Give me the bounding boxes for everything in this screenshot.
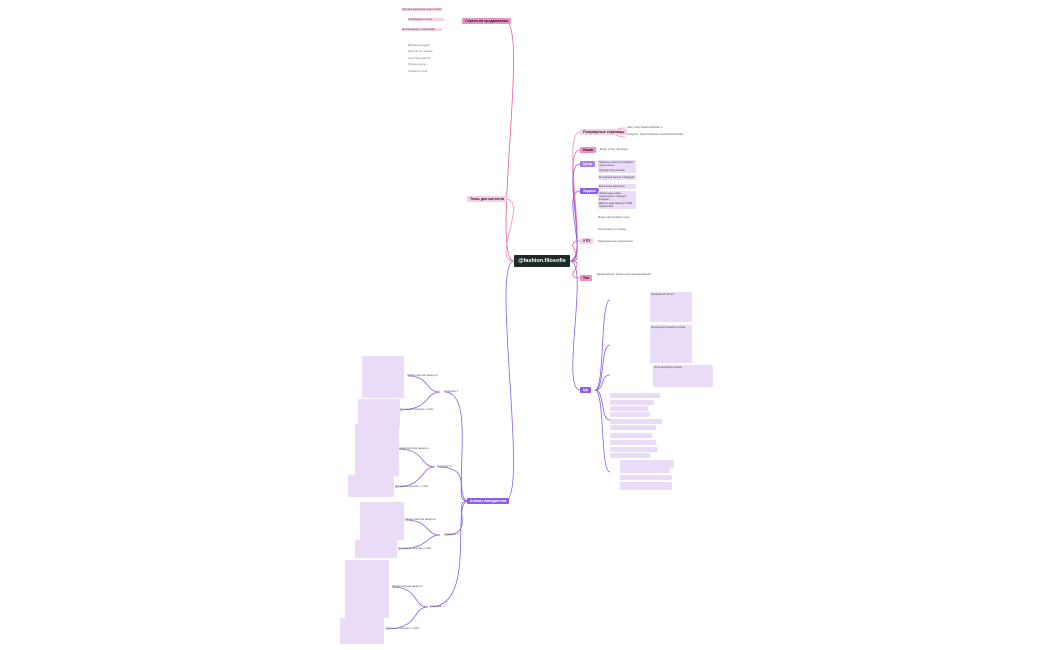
ca-line-1 (610, 393, 660, 398)
ca-line-4 (610, 412, 650, 417)
competitor-2-box-b (348, 475, 394, 497)
topic-tone[interactable]: Тон (580, 275, 593, 281)
goal-item-2: Продажи консультаций (598, 168, 636, 173)
content-topics-list: Базовый гардероб Капсулы по сезонам Соче… (408, 44, 458, 344)
task-item-1: Регулярный контент в Instagram (598, 175, 636, 180)
content-item-5: Ошибки в стиле (408, 69, 428, 73)
task-item-2: Вовлечение аудитории (598, 184, 636, 189)
usp-item-2: Экспертность и подход (598, 228, 626, 231)
usp-item-3: Персональные консультации (598, 240, 633, 243)
competitor-1-take: Что можно перенять у себя (400, 408, 433, 411)
ca-line-14 (620, 482, 672, 490)
content-item-1: Базовый гардероб (408, 44, 431, 47)
content-item-3: Сочетание цветов (408, 56, 430, 60)
ca-line-8 (610, 440, 656, 445)
ca-detail-box-3: Хотят выглядеть стильно (653, 365, 713, 387)
niche-text: Мода, стиль, обучение (600, 148, 628, 151)
competitor-4-label[interactable]: Конкурент 4 (430, 605, 445, 608)
ca-line-5 (610, 419, 662, 424)
topic-tasks[interactable]: Задачи (580, 188, 599, 194)
topic-niche[interactable]: Ниша (580, 147, 596, 153)
competitor-1-box-b (358, 399, 400, 427)
goal-item-1: Привлечь клиентов в Instagram через конт… (598, 160, 636, 168)
ca-line-2 (610, 400, 654, 405)
ca-line-10 (610, 453, 650, 458)
ca-line-9 (610, 447, 658, 452)
topic-strategy[interactable]: Стратегия продвижения (462, 18, 512, 24)
topic-competitors[interactable]: Анализ конкурентов (467, 498, 510, 504)
competitor-1-char: Характеристики аккаунта (407, 374, 438, 377)
competitor-1-label[interactable]: Конкурент 1 (444, 390, 459, 393)
topic-ca[interactable]: ЦА (580, 387, 592, 393)
task-item-4: Довести аудиторию до 10 000 подписчиков (598, 201, 636, 209)
task-item-3: Привлечение новых подписчиков с помощью … (598, 191, 636, 202)
competitor-2-char: Характеристики аккаунта (398, 447, 429, 450)
tone-text: Дружелюбный, экспертный, вдохновляющий (597, 273, 651, 276)
topic-content[interactable]: Темы для контента (467, 196, 508, 202)
popular-page-instagram: Instagram: https://instagram.com/fashion… (627, 133, 684, 136)
ca-line-13 (620, 475, 672, 480)
strategy-item-2: Публикации в ленте (408, 18, 444, 22)
strategy-item-1: Прогрев аудитории через сторис (402, 8, 442, 12)
competitor-1-box-a (362, 356, 404, 398)
competitor-2-take: Что можно перенять у себя (395, 485, 428, 488)
popular-page-site: Сайт: https://fashionfilosofie.ru (627, 126, 663, 129)
competitor-3-box-a (360, 502, 404, 540)
ca-detail-box-1: Женщины 25–45 лет (650, 292, 692, 322)
competitor-4-box-a (345, 560, 389, 618)
topic-goal[interactable]: Цель (580, 161, 596, 167)
competitor-2-label[interactable]: Конкурент 2 (437, 465, 452, 468)
topic-usp[interactable]: УТП (580, 238, 594, 244)
competitor-4-char: Характеристики аккаунта (392, 585, 423, 588)
ca-detail-box-2: Интересуются модой и стилем (650, 325, 692, 363)
ca-line-11 (620, 460, 674, 468)
competitor-4-take: Что можно перенять у себя (386, 627, 419, 630)
competitor-3-char: Характеристики аккаунта (405, 518, 436, 521)
ca-line-6 (610, 425, 656, 430)
competitor-2-box-a (355, 424, 399, 476)
ca-line-7 (610, 433, 652, 438)
central-node[interactable]: @fashion.filosofie (514, 255, 570, 267)
competitor-3-label[interactable]: Конкурент 3 (444, 533, 459, 536)
competitor-3-box-b (355, 540, 397, 558)
competitor-3-take: Что можно перенять у себя (398, 547, 431, 550)
topic-popular-pages[interactable]: Популярные страницы (580, 129, 628, 135)
usp-item-1: Мода и философия стиля (598, 216, 630, 219)
ca-line-3 (610, 406, 648, 411)
strategy-item-3: Коллаборации с блогерами (402, 28, 442, 32)
competitor-4-box-b (340, 618, 384, 644)
content-item-2: Капсулы по сезонам (408, 50, 433, 54)
content-item-4: Тренды сезона (408, 63, 427, 67)
ca-line-12 (620, 468, 670, 473)
